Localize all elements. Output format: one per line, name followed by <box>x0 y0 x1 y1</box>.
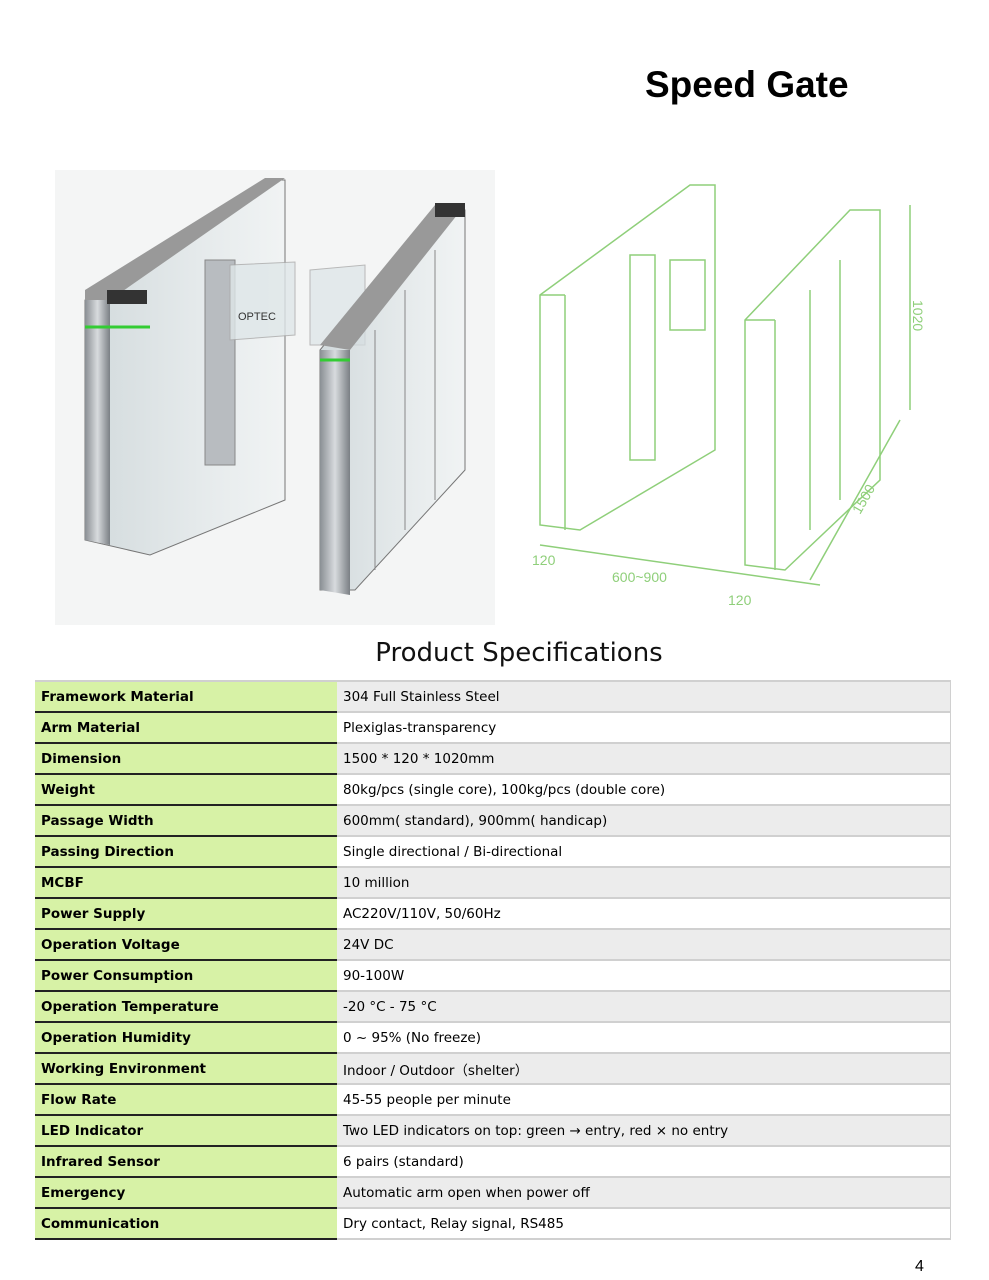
spec-value: -20 °C - 75 °C <box>337 991 951 1023</box>
spec-label: Flow Rate <box>35 1084 337 1116</box>
spec-label: Arm Material <box>35 712 337 744</box>
spec-value: 0 ~ 95% (No freeze) <box>337 1022 951 1054</box>
dim-width-right: 120 <box>728 592 752 608</box>
spec-value: 1500 * 120 * 1020mm <box>337 743 951 775</box>
spec-label: Working Environment <box>35 1053 337 1085</box>
spec-label: Infrared Sensor <box>35 1146 337 1178</box>
spec-value: 600mm( standard), 900mm( handicap) <box>337 805 951 837</box>
page-title: Speed Gate <box>645 64 849 105</box>
spec-label: Communication <box>35 1208 337 1240</box>
dim-passage: 600~900 <box>612 569 667 585</box>
spec-label: Framework Material <box>35 681 337 713</box>
spec-value: Automatic arm open when power off <box>337 1177 951 1209</box>
spec-value: 80kg/pcs (single core), 100kg/pcs (doubl… <box>337 774 951 806</box>
spec-value: Plexiglas-transparency <box>337 712 951 744</box>
spec-value: 24V DC <box>337 929 951 961</box>
spec-value: Indoor / Outdoor（shelter） <box>337 1053 951 1085</box>
spec-label: Operation Humidity <box>35 1022 337 1054</box>
page-number: 4 <box>915 1258 924 1275</box>
spec-value: 304 Full Stainless Steel <box>337 681 951 713</box>
spec-label: Dimension <box>35 743 337 775</box>
spec-label: Weight <box>35 774 337 806</box>
spec-label: Power Consumption <box>35 960 337 992</box>
spec-label: Operation Temperature <box>35 991 337 1023</box>
speed-gate-photo: OPTEC <box>55 170 495 625</box>
spec-label: LED Indicator <box>35 1115 337 1147</box>
table-row: Operation Temperature-20 °C - 75 °C <box>35 991 951 1023</box>
dim-height: 1020 <box>910 300 926 331</box>
spec-value: Dry contact, Relay signal, RS485 <box>337 1208 951 1240</box>
spec-title: Product Specifications <box>375 638 663 668</box>
spec-value: Two LED indicators on top: green → entry… <box>337 1115 951 1147</box>
spec-value: 6 pairs (standard) <box>337 1146 951 1178</box>
spec-label: Emergency <box>35 1177 337 1209</box>
spec-value: 45-55 people per minute <box>337 1084 951 1116</box>
spec-value: Single directional / Bi-directional <box>337 836 951 868</box>
spec-value: 90-100W <box>337 960 951 992</box>
spec-value: 10 million <box>337 867 951 899</box>
dim-width-left: 120 <box>532 552 556 568</box>
spec-label: Passage Width <box>35 805 337 837</box>
spec-label: MCBF <box>35 867 337 899</box>
spec-label: Passing Direction <box>35 836 337 868</box>
optec-logo: OPTEC <box>238 311 276 323</box>
dimension-drawing: 1020 1500 120 600~900 120 <box>532 184 926 608</box>
spec-label: Operation Voltage <box>35 929 337 961</box>
spec-label: Power Supply <box>35 898 337 930</box>
spec-value: AC220V/110V, 50/60Hz <box>337 898 951 930</box>
